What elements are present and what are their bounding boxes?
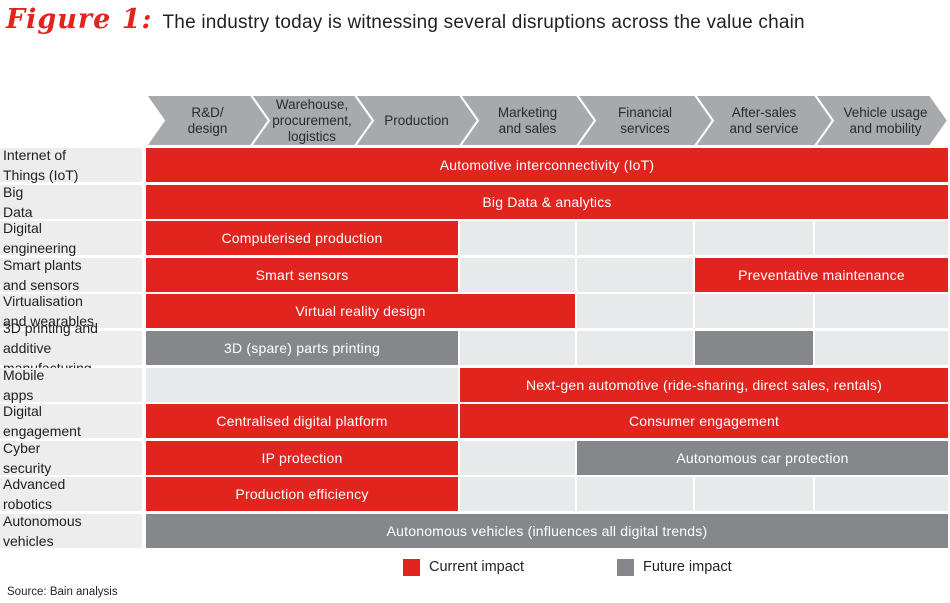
empty-cell — [815, 477, 948, 511]
row-label: Mobile apps — [0, 367, 142, 403]
row-label: Big Data — [0, 184, 142, 220]
source-note: Source: Bain analysis — [7, 586, 118, 598]
legend-item-future-impact: Future impact — [617, 558, 732, 576]
figure-number-label: Figure 1: — [6, 4, 153, 35]
header-arrow-segment — [813, 94, 950, 147]
row-label: Digital engagement — [0, 403, 142, 439]
row-label: 3D printing and additive manufacturing — [0, 320, 142, 376]
column-header-7: Vehicle usage and mobility — [843, 104, 928, 136]
column-header-6: After-sales and service — [729, 104, 799, 136]
figure-title-text: The industry today is witnessing several… — [162, 12, 805, 33]
future-impact-bar: 3D (spare) parts printing — [146, 331, 458, 365]
future-impact-bar: Autonomous car protection — [577, 441, 948, 475]
empty-cell — [695, 221, 813, 255]
row-label: Advanced robotics — [0, 476, 142, 512]
empty-cell — [695, 294, 813, 328]
empty-cell — [577, 294, 693, 328]
current-impact-swatch — [403, 558, 420, 576]
empty-cell — [460, 477, 575, 511]
empty-cell — [460, 331, 575, 365]
empty-cell — [815, 331, 948, 365]
row-label: Smart plants and sensors — [0, 257, 142, 293]
empty-cell — [577, 221, 693, 255]
column-header-5: Financial services — [617, 104, 673, 136]
column-header-3: Production — [384, 112, 449, 128]
row-label: Digital engineering — [0, 220, 142, 256]
empty-cell — [460, 258, 575, 292]
figure-title: Figure 1: The industry today is witnessi… — [6, 4, 946, 35]
future-impact-bar: Autonomous vehicles (influences all digi… — [146, 514, 948, 548]
legend-label-current: Current impact — [429, 559, 525, 575]
current-impact-bar: Consumer engagement — [460, 404, 948, 438]
empty-cell — [577, 258, 693, 292]
current-impact-bar: Preventative maintenance — [695, 258, 948, 292]
future-impact-bar — [695, 331, 813, 365]
current-impact-bar: Next-gen automotive (ride-sharing, direc… — [460, 368, 948, 402]
empty-cell — [460, 221, 575, 255]
current-impact-bar: Virtual reality design — [146, 294, 575, 328]
row-label: Cyber security — [0, 440, 142, 476]
column-header-2: Warehouse, procurement, logistics — [272, 96, 352, 144]
empty-cell — [577, 331, 693, 365]
current-impact-bar: Computerised production — [146, 221, 458, 255]
current-impact-bar: IP protection — [146, 441, 458, 475]
legend: Current impact Future impact — [0, 558, 950, 578]
empty-cell — [460, 441, 575, 475]
current-impact-bar: Automotive interconnectivity (IoT) — [146, 148, 948, 182]
row-label: Virtualisation and wearables — [0, 293, 142, 329]
row-label: Autonomous vehicles — [0, 513, 142, 549]
value-chain-header — [144, 94, 950, 147]
empty-cell — [695, 477, 813, 511]
empty-cell — [146, 368, 458, 402]
current-impact-bar: Big Data & analytics — [146, 185, 948, 219]
empty-cell — [815, 221, 948, 255]
current-impact-bar: Centralised digital platform — [146, 404, 458, 438]
empty-cell — [577, 477, 693, 511]
current-impact-bar: Smart sensors — [146, 258, 458, 292]
legend-item-current-impact: Current impact — [403, 558, 524, 576]
column-header-4: Marketing and sales — [497, 104, 558, 136]
row-label: Internet of Things (IoT) — [0, 147, 142, 183]
current-impact-bar: Production efficiency — [146, 477, 458, 511]
future-impact-swatch — [617, 558, 634, 576]
empty-cell — [815, 294, 948, 328]
column-header-1: R&D/ design — [187, 104, 228, 136]
legend-label-future: Future impact — [643, 559, 732, 575]
